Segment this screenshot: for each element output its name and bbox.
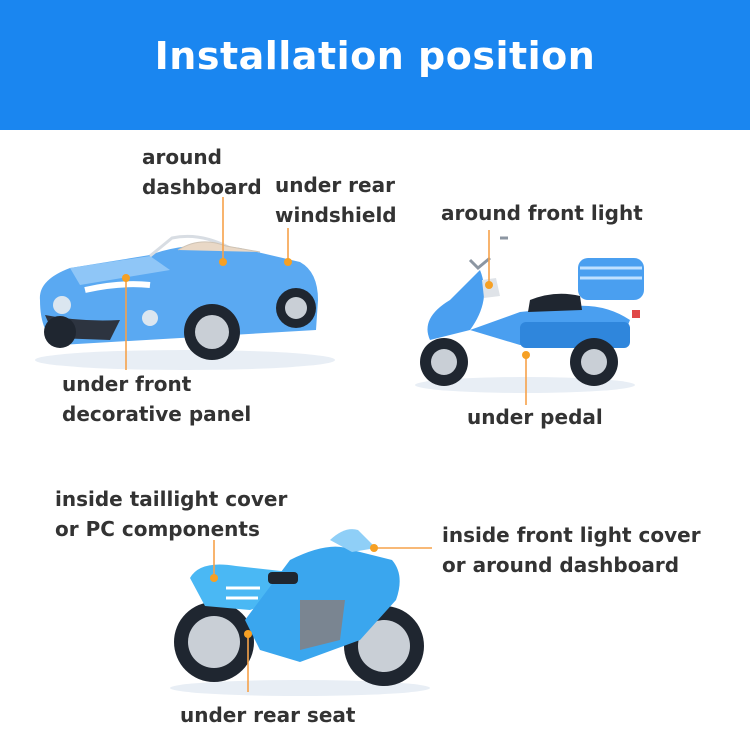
marker-dot-dashboard [219,258,227,266]
marker-dot-rear-windshield [284,258,292,266]
scooter-leader-lines [485,230,530,405]
marker-dot-taillight [210,574,218,582]
page-title: Installation position [154,34,596,78]
label-around-front-light: around front light [441,201,643,225]
marker-dot-pedal [522,351,530,359]
car-leader-lines [122,197,292,370]
marker-dot-front-panel [122,274,130,282]
marker-dot-rear-seat [244,630,252,638]
marker-dot-front-light [485,281,493,289]
label-under-pedal: under pedal [467,405,603,429]
convertible-car-illustration [35,234,335,370]
label-under-rear-seat: under rear seat [180,703,356,727]
scooter-illustration [415,236,644,393]
motorcycle-illustration [170,529,430,696]
label-under-rear-windshield: under rear windshield [275,173,397,227]
label-inside-front-light-cover: inside front light cover or around dashb… [442,523,701,577]
title-banner: Installation position [0,0,750,130]
label-around-dashboard: around dashboard [142,145,262,199]
motorcycle-leader-lines [210,540,432,692]
label-under-front-panel: under front decorative panel [62,372,252,426]
marker-dot-front-light-cover [370,544,378,552]
label-inside-taillight-cover: inside taillight cover or PC components [55,487,288,541]
